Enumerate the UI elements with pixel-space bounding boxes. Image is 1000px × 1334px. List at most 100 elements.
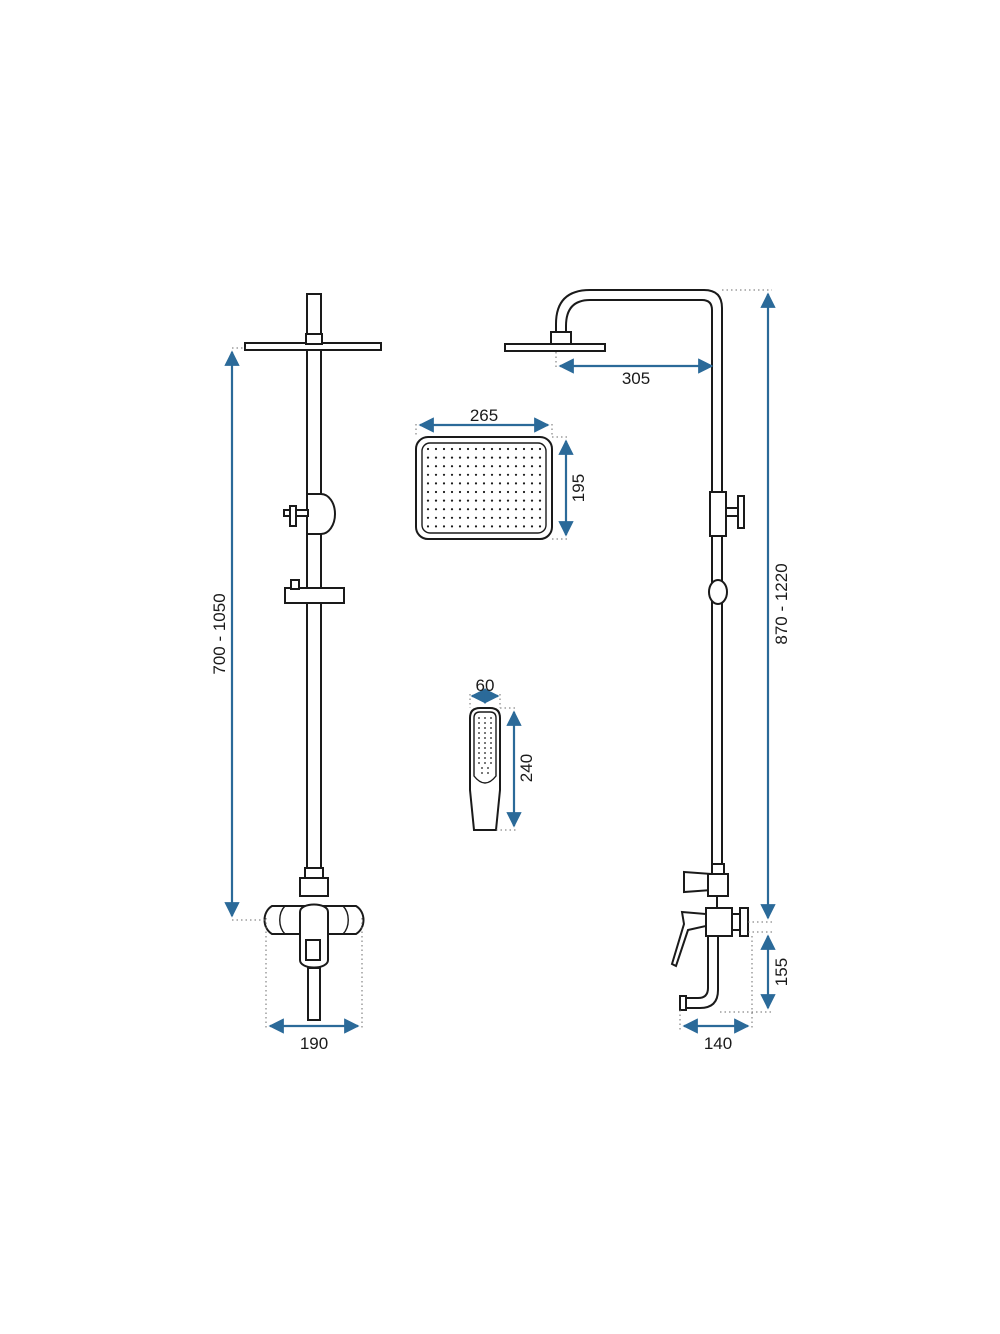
hand-length-dimension: 240 xyxy=(496,707,536,831)
head-nozzle-dot xyxy=(538,465,542,468)
side-spout-reach-label: 140 xyxy=(704,1034,732,1053)
head-nozzle-dot xyxy=(450,456,454,459)
side-arm-label: 305 xyxy=(622,369,650,388)
head-nozzle-dot xyxy=(538,490,542,494)
head-width-label: 265 xyxy=(470,406,498,425)
head-nozzle-dot xyxy=(498,465,502,468)
head-nozzle-dot xyxy=(474,465,478,468)
head-nozzle-dot xyxy=(450,447,454,451)
head-nozzle-dot xyxy=(442,490,446,494)
head-nozzle-dot xyxy=(490,465,494,468)
head-nozzle-dot xyxy=(530,482,534,485)
head-nozzle-dot xyxy=(514,456,518,459)
hand-shower-face xyxy=(473,711,497,784)
head-nozzle-dot xyxy=(514,473,518,476)
hand-width-label: 60 xyxy=(476,676,495,695)
front-slide-holder xyxy=(284,587,345,604)
head-nozzle-dot xyxy=(426,447,430,451)
head-nozzle-dot xyxy=(442,525,446,528)
head-width-dimension: 265 xyxy=(415,406,553,437)
head-nozzle-dot xyxy=(538,447,542,451)
head-shower-nozzle-grid xyxy=(426,447,542,528)
head-nozzle-dot xyxy=(450,508,454,511)
side-rain-head xyxy=(504,343,606,352)
head-nozzle-dot xyxy=(530,525,534,528)
head-nozzle-dot xyxy=(522,499,526,502)
head-nozzle-dot xyxy=(482,490,486,494)
head-nozzle-dot xyxy=(434,525,438,528)
head-nozzle-dot xyxy=(482,499,486,502)
head-nozzle-dot xyxy=(458,482,462,485)
side-mixer-neck xyxy=(731,913,741,931)
side-mixer-lever xyxy=(670,910,707,968)
head-nozzle-dot xyxy=(522,465,526,468)
head-nozzle-dot xyxy=(426,456,430,459)
hand-nozzle-dot xyxy=(478,752,480,754)
head-nozzle-dot xyxy=(474,499,478,502)
hand-nozzle-dot xyxy=(490,762,492,764)
head-nozzle-dot xyxy=(442,473,446,476)
head-nozzle-dot xyxy=(538,482,542,485)
front-lower-connector xyxy=(304,867,324,879)
head-nozzle-dot xyxy=(474,508,478,511)
head-nozzle-dot xyxy=(474,447,478,451)
front-mixer-left-cap xyxy=(279,905,286,935)
side-spout-tip xyxy=(679,995,687,1011)
head-nozzle-dot xyxy=(514,499,518,502)
head-nozzle-dot xyxy=(466,473,470,476)
hand-nozzle-dot xyxy=(490,757,492,759)
head-nozzle-dot xyxy=(474,482,478,485)
head-nozzle-dot xyxy=(466,508,470,511)
head-nozzle-dot xyxy=(482,525,486,528)
head-nozzle-dot xyxy=(514,447,518,451)
side-arm-outer xyxy=(555,289,723,492)
head-nozzle-dot xyxy=(506,473,510,476)
head-nozzle-dot xyxy=(514,508,518,511)
front-spout xyxy=(307,967,321,1021)
head-nozzle-dot xyxy=(482,447,486,451)
head-nozzle-dot xyxy=(450,473,454,476)
front-mixer-lever-slot xyxy=(305,939,321,961)
head-nozzle-dot xyxy=(490,447,494,451)
head-nozzle-dot xyxy=(522,508,526,511)
head-nozzle-dot xyxy=(450,525,454,528)
head-nozzle-dot xyxy=(426,490,430,494)
head-nozzle-dot xyxy=(466,456,470,459)
head-nozzle-dot xyxy=(538,525,542,528)
front-diverter-body xyxy=(306,493,336,535)
hand-nozzle-dot xyxy=(478,727,480,729)
head-nozzle-dot xyxy=(514,490,518,494)
head-nozzle-dot xyxy=(442,508,446,511)
hand-nozzle-dot xyxy=(490,717,492,719)
head-nozzle-dot xyxy=(466,447,470,451)
head-nozzle-dot xyxy=(506,465,510,468)
head-nozzle-dot xyxy=(490,508,494,511)
side-spout-reach-dimension: 140 xyxy=(679,936,753,1053)
head-nozzle-dot xyxy=(498,456,502,459)
head-shower-inner xyxy=(421,442,547,534)
head-nozzle-dot xyxy=(514,516,518,519)
head-nozzle-dot xyxy=(426,482,430,485)
head-nozzle-dot xyxy=(514,482,518,485)
side-diverter-knob xyxy=(737,495,745,529)
side-view xyxy=(504,289,749,1011)
head-nozzle-dot xyxy=(514,525,518,528)
head-nozzle-dot xyxy=(458,525,462,528)
head-nozzle-dot xyxy=(538,473,542,476)
hand-nozzle-dot xyxy=(490,742,492,744)
head-nozzle-dot xyxy=(522,447,526,451)
head-nozzle-dot xyxy=(538,516,542,519)
head-nozzle-dot xyxy=(506,508,510,511)
head-nozzle-dot xyxy=(490,456,494,459)
hand-nozzle-dot xyxy=(484,717,486,719)
head-nozzle-dot xyxy=(442,482,446,485)
hand-nozzle-dot xyxy=(490,747,492,749)
head-nozzle-dot xyxy=(482,516,486,519)
hand-nozzle-dot xyxy=(490,752,492,754)
head-nozzle-dot xyxy=(458,508,462,511)
side-slide-holder xyxy=(708,579,728,605)
head-nozzle-dot xyxy=(506,490,510,494)
head-nozzle-dot xyxy=(474,456,478,459)
head-nozzle-dot xyxy=(522,456,526,459)
head-nozzle-dot xyxy=(530,490,534,494)
